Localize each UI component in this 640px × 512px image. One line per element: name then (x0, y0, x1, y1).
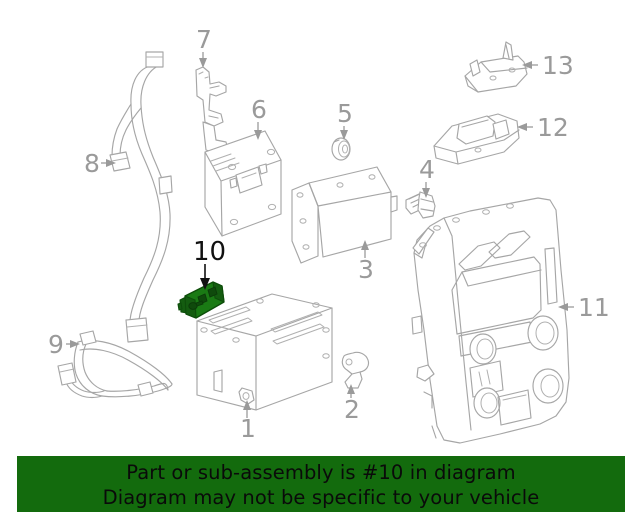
notice-banner: Part or sub-assembly is #10 in diagram D… (17, 456, 625, 512)
callout-5-label: 5 (337, 99, 353, 128)
part-10-remote-transmitter-key-fob (177, 281, 225, 319)
callout-9: 9 (48, 330, 80, 359)
part-2-antenna-base-knob (341, 351, 370, 389)
part-8-antenna-cable-harness (109, 51, 173, 343)
part-4-hex-flange-bolt (405, 191, 436, 219)
callout-12: 12 (517, 113, 569, 142)
part-12-lower-console-bracket (433, 113, 520, 165)
part-11-center-dash-trim-bezel (411, 197, 570, 444)
callout-13-label: 13 (542, 51, 574, 80)
callout-13: 13 (522, 51, 574, 80)
callout-9-label: 9 (48, 330, 64, 359)
callout-12-label: 12 (537, 113, 569, 142)
part-13-upper-retainer-bracket (464, 41, 528, 93)
callout-6: 6 (251, 95, 267, 140)
callout-3-label: 3 (358, 255, 374, 284)
callout-4-label: 4 (419, 155, 435, 184)
callout-2-label: 2 (344, 395, 360, 424)
callout-5: 5 (337, 99, 353, 140)
callout-7-label: 7 (196, 25, 212, 54)
part-3-amplifier-module (291, 166, 398, 264)
callout-11: 11 (558, 293, 610, 322)
callout-10: 10 (193, 237, 226, 290)
callout-10-label: 10 (193, 237, 226, 267)
part-6-control-module (204, 130, 282, 237)
callout-1: 1 (240, 400, 256, 443)
part-9-wiring-harness-jumper (57, 330, 173, 399)
callout-1-label: 1 (240, 414, 256, 443)
callout-8: 8 (84, 149, 116, 178)
callout-3: 3 (358, 240, 374, 284)
notice-line-2: Diagram may not be specific to your vehi… (102, 485, 540, 509)
callout-4: 4 (419, 155, 435, 198)
callout-7: 7 (196, 25, 212, 68)
part-7-mounting-bracket (195, 66, 229, 155)
callout-6-label: 6 (251, 95, 267, 124)
part-1-radio-receiver (196, 293, 333, 411)
callout-11-label: 11 (578, 293, 610, 322)
callout-2: 2 (344, 384, 360, 424)
callout-8-label: 8 (84, 149, 100, 178)
part-5-rubber-grommet (331, 137, 351, 161)
notice-line-1: Part or sub-assembly is #10 in diagram (126, 460, 516, 484)
